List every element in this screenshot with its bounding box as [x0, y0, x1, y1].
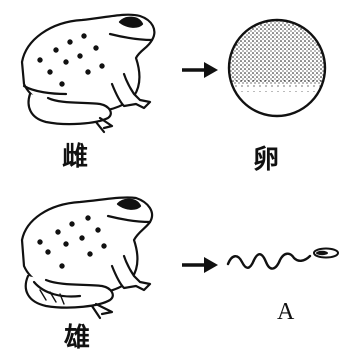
male-label: 雄	[64, 325, 90, 351]
male-frog-icon	[22, 197, 152, 318]
egg-label: 卵	[253, 147, 279, 173]
right-arrow-icon	[182, 62, 218, 78]
female-frog-icon	[22, 15, 154, 132]
egg-cell-icon	[229, 20, 325, 116]
sperm-label: A	[277, 300, 294, 324]
sperm-cell-icon	[228, 249, 338, 269]
right-arrow-icon	[182, 257, 218, 273]
female-label: 雌	[62, 144, 88, 170]
